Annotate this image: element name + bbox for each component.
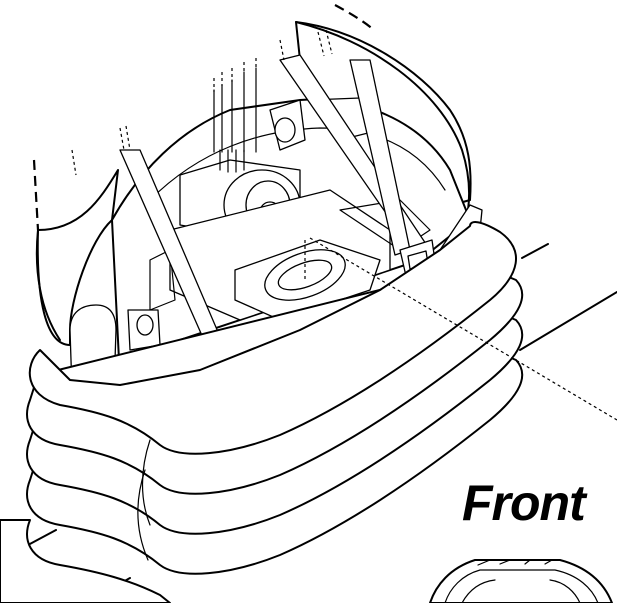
- sight-line: [304, 237, 617, 421]
- front-label: Front: [462, 475, 586, 531]
- inflatable-rings: [0, 221, 524, 604]
- support-struts: [71, 29, 431, 366]
- front-view-icon: [429, 559, 613, 604]
